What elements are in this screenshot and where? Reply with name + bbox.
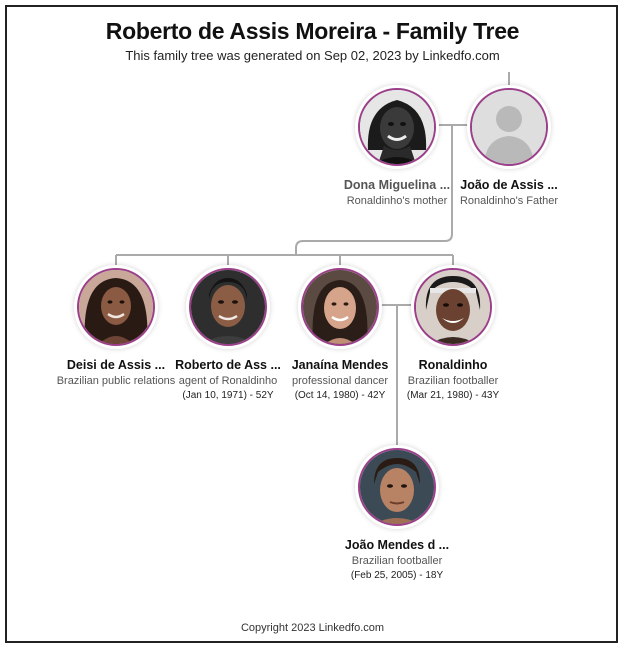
person-name: Roberto de Ass ... xyxy=(175,358,281,372)
person-description: professional dancer xyxy=(291,375,388,387)
person-placeholder-icon xyxy=(470,88,548,166)
page-frame xyxy=(5,5,618,643)
person-photo xyxy=(301,268,379,346)
person-dates: (Oct 14, 1980) - 42Y xyxy=(294,390,386,401)
person-dates: (Jan 10, 1971) - 52Y xyxy=(182,390,274,401)
person-description: Brazilian footballer xyxy=(351,555,443,567)
person-description: Brazilian footballer xyxy=(407,375,499,387)
person-card-janaina[interactable]: Janaína Mendes professional dancer (Oct … xyxy=(278,268,402,401)
person-name: João Mendes d ... xyxy=(344,538,450,552)
person-description: Brazilian public relations xyxy=(56,375,176,387)
person-photo xyxy=(358,88,436,166)
person-card-joao-mendes[interactable]: João Mendes d ... Brazilian footballer (… xyxy=(335,448,459,581)
person-photo xyxy=(77,268,155,346)
person-name: Deisi de Assis ... xyxy=(66,358,166,372)
person-name: Ronaldinho xyxy=(418,358,488,372)
connector-parents-to-children xyxy=(295,125,453,255)
person-dates: (Feb 25, 2005) - 18Y xyxy=(350,570,444,581)
person-card-mother[interactable]: Dona Miguelina ... Ronaldinho's mother xyxy=(335,88,459,207)
person-card-deisi[interactable]: Deisi de Assis ... Brazilian public rela… xyxy=(54,268,178,387)
person-card-ronaldinho[interactable]: Ronaldinho Brazilian footballer (Mar 21,… xyxy=(391,268,515,401)
person-photo xyxy=(189,268,267,346)
person-card-roberto[interactable]: Roberto de Ass ... agent of Ronaldinho (… xyxy=(166,268,290,401)
page-subtitle: This family tree was generated on Sep 02… xyxy=(125,48,500,63)
person-description: agent of Ronaldinho xyxy=(178,375,278,387)
person-dates: (Mar 21, 1980) - 43Y xyxy=(406,390,500,401)
person-name: Janaína Mendes xyxy=(291,358,389,372)
person-photo xyxy=(358,448,436,526)
person-card-father[interactable]: João de Assis ... Ronaldinho's Father xyxy=(447,88,571,207)
person-description: Ronaldinho's mother xyxy=(346,195,448,207)
person-name: Dona Miguelina ... xyxy=(343,178,451,192)
copyright-footer: Copyright 2023 Linkedfo.com xyxy=(240,622,385,634)
page-title: Roberto de Assis Moreira - Family Tree xyxy=(105,18,520,44)
person-photo xyxy=(414,268,492,346)
person-description: Ronaldinho's Father xyxy=(459,195,559,207)
person-name: João de Assis ... xyxy=(460,178,558,192)
